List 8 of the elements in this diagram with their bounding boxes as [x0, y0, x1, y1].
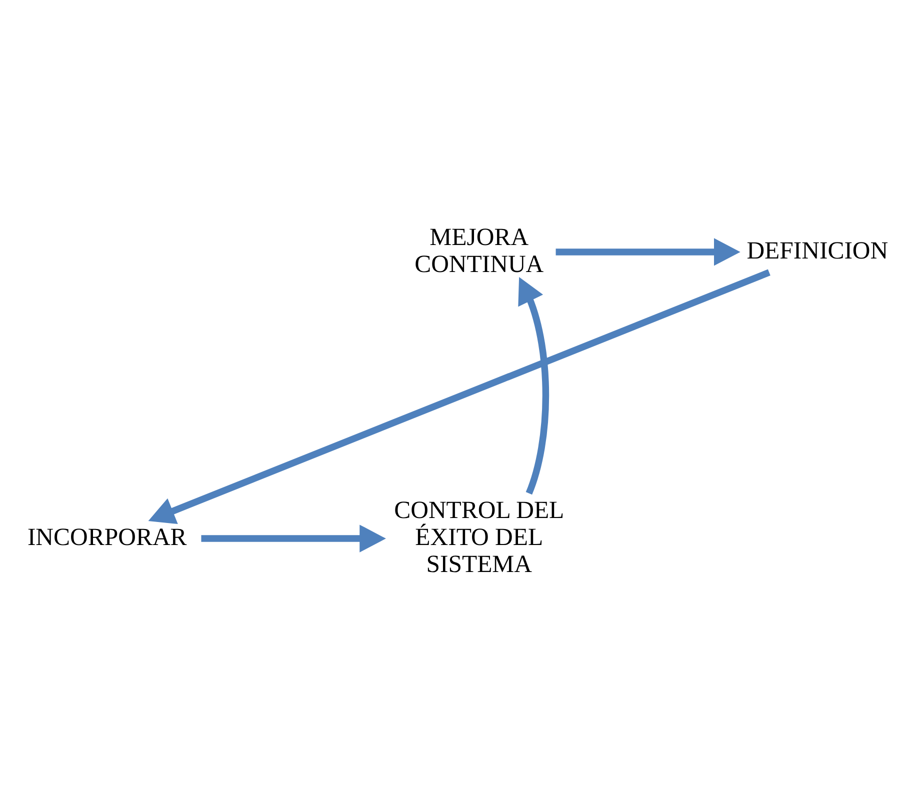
arrow — [201, 524, 386, 552]
arrow — [556, 238, 740, 266]
node-text: INCORPORAR — [27, 524, 187, 551]
arrow — [518, 277, 550, 494]
node-text: CONTROL DEL ÉXITO DEL SISTEMA — [394, 496, 564, 578]
arrow — [148, 269, 770, 524]
node-text: MEJORA CONTINUA — [414, 224, 544, 278]
node-text: DEFINICION — [746, 237, 888, 264]
